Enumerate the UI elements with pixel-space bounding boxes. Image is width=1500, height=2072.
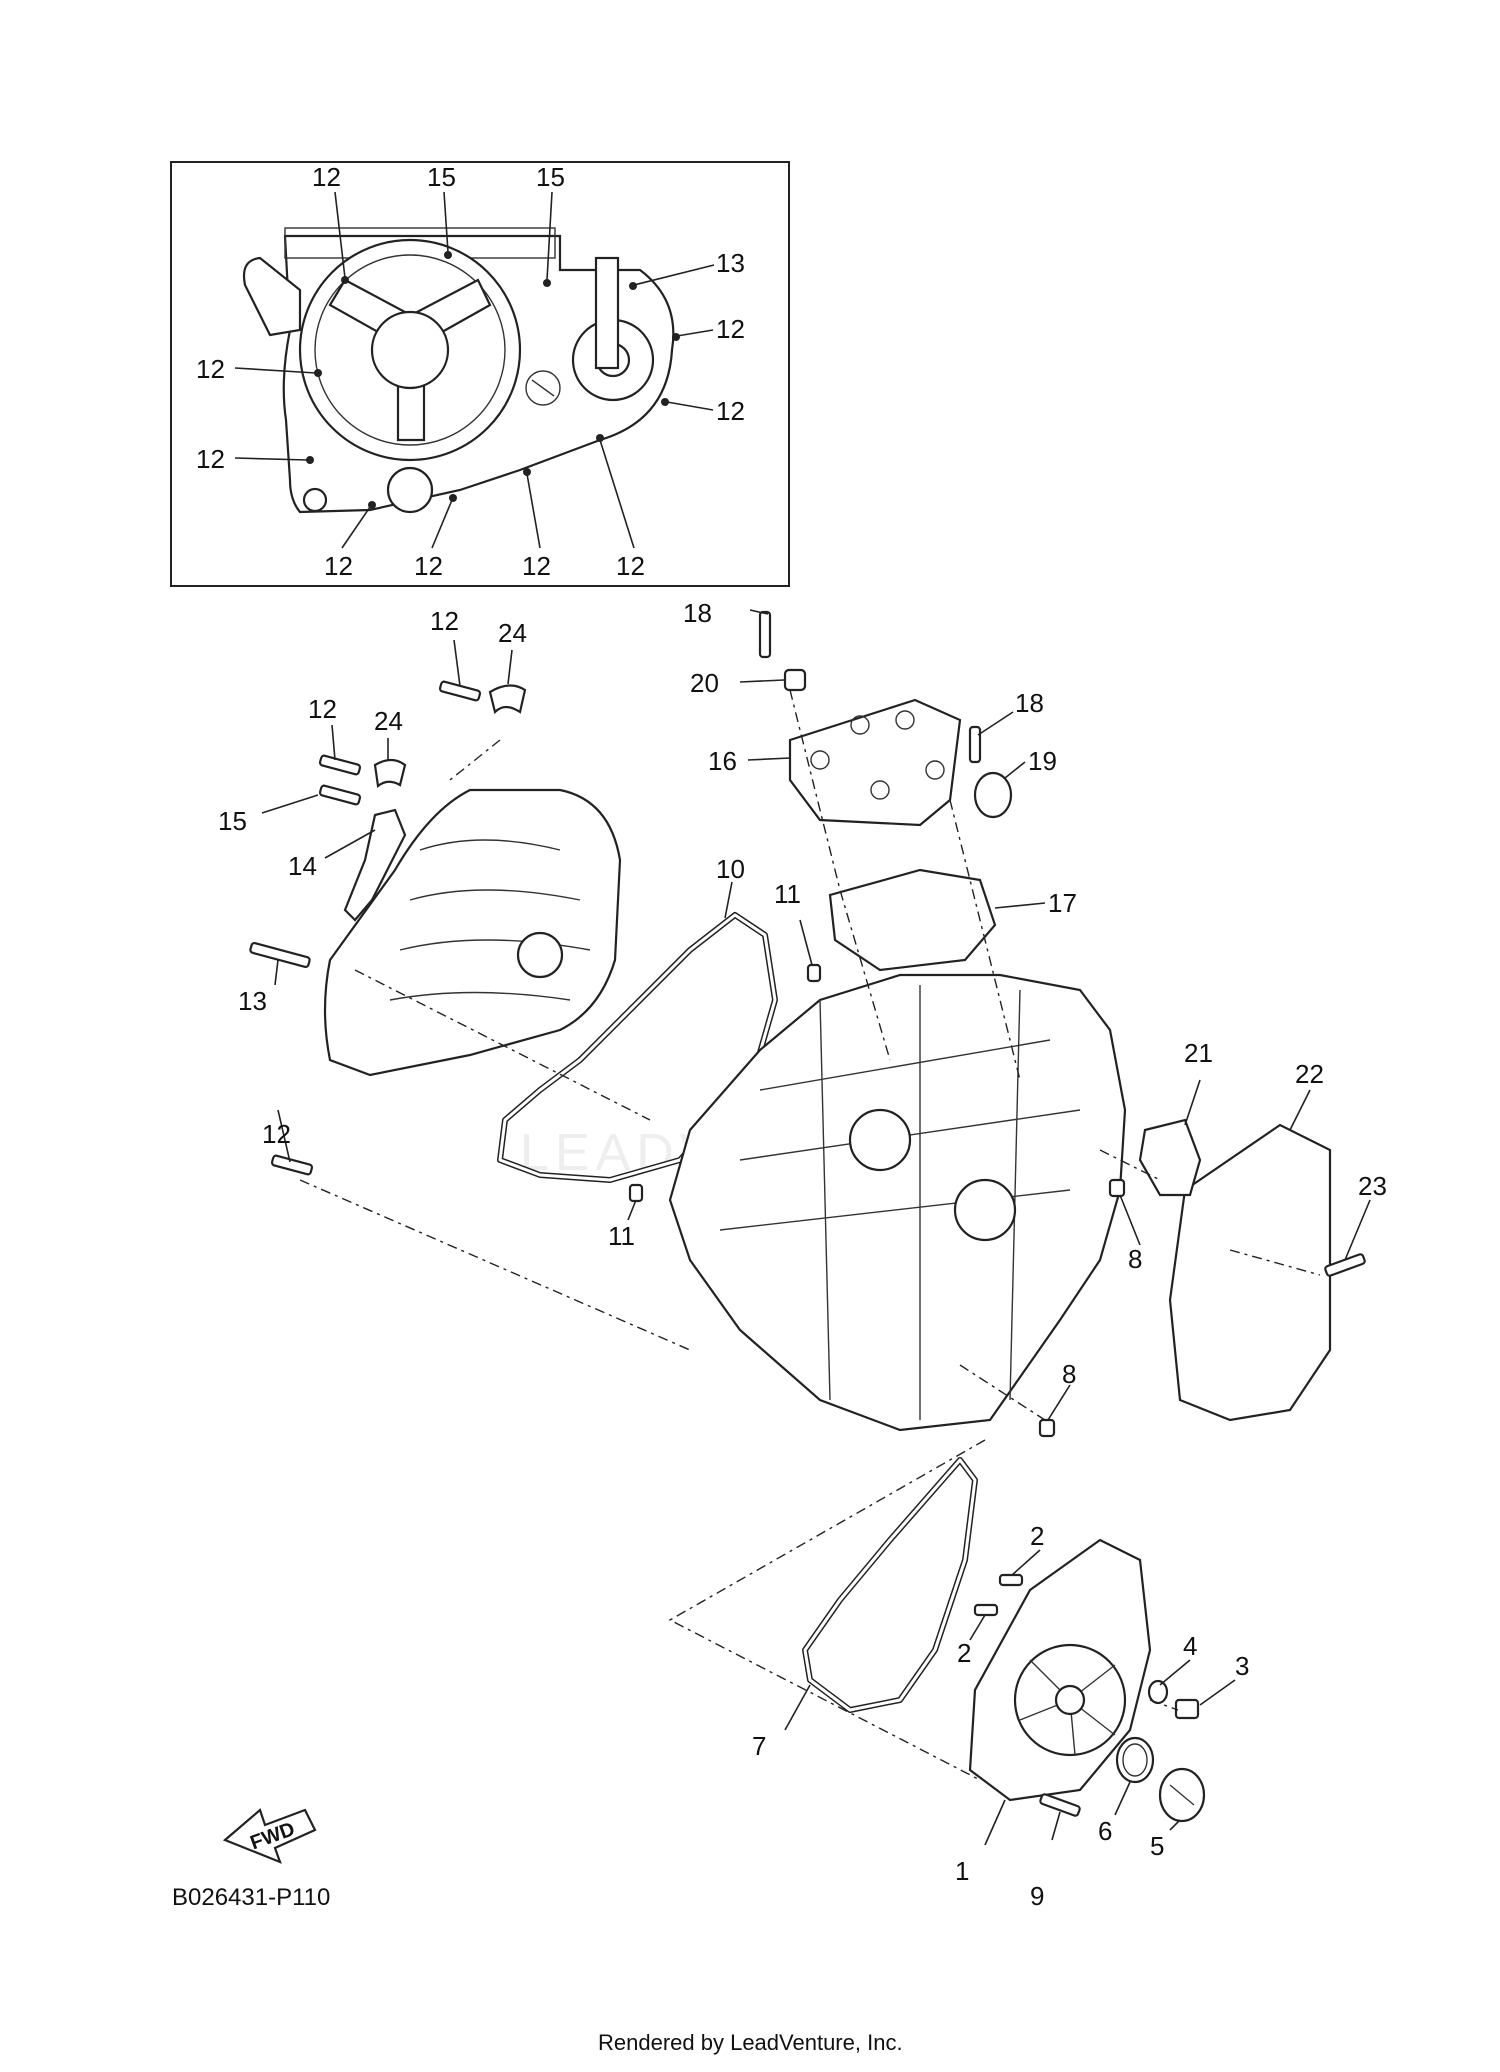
inset-clutch-hub <box>370 310 450 390</box>
cover-gasket-7 <box>802 1457 978 1713</box>
label-11-lower: 11 <box>608 1221 635 1251</box>
inset-labels: 12 15 15 13 12 12 12 12 12 12 12 12 <box>196 162 745 581</box>
assembly-lines <box>299 689 1321 1781</box>
label-12-upper: 12 <box>430 606 459 636</box>
label-22: 22 <box>1295 1059 1324 1089</box>
label-21: 21 <box>1184 1038 1213 1068</box>
inset-drain-port <box>386 466 434 514</box>
label-8-lower: 8 <box>1062 1359 1076 1389</box>
inset-clutch-inner <box>314 254 506 446</box>
label-6: 6 <box>1098 1816 1112 1846</box>
inset-label-12-bottom-d: 12 <box>616 551 645 581</box>
inset-label-12-right-a: 12 <box>716 314 745 344</box>
side-cover-22 <box>1168 1123 1332 1422</box>
inset-label-15-right: 15 <box>536 162 565 192</box>
shift-arm-14 <box>343 808 407 922</box>
label-18-right: 18 <box>1015 688 1044 718</box>
inset-label-12-left-b: 12 <box>196 444 225 474</box>
clip-24-upper <box>488 684 527 715</box>
label-9: 9 <box>1030 1881 1044 1911</box>
generator-cover-spokes <box>1019 1659 1116 1756</box>
inset-detail: 12 15 15 13 12 12 12 12 12 12 12 12 <box>170 161 790 587</box>
label-2-lower: 2 <box>957 1638 971 1668</box>
label-16: 16 <box>708 746 737 776</box>
inset-label-13: 13 <box>716 248 745 278</box>
label-24-lower: 24 <box>374 706 403 736</box>
label-3: 3 <box>1235 1651 1249 1681</box>
label-24-upper: 24 <box>498 618 527 648</box>
label-5: 5 <box>1150 1831 1164 1861</box>
cover-gasket-7-inner <box>803 1458 977 1712</box>
top-cover-holes <box>810 710 945 800</box>
label-12-middle: 12 <box>308 694 337 724</box>
label-11-upper: 11 <box>774 879 801 909</box>
inset-left-pipe <box>242 256 302 337</box>
inset-label-12-bottom-a: 12 <box>324 551 353 581</box>
clip-24-lower <box>373 758 407 789</box>
bolts <box>249 610 1366 1817</box>
o-ring-6-inner <box>1122 1743 1148 1777</box>
part-labels: 1 2 2 3 4 5 6 7 8 8 9 10 11 11 12 12 12 … <box>218 598 1387 1911</box>
inset-plug <box>525 370 561 406</box>
label-23: 23 <box>1358 1171 1387 1201</box>
label-19: 19 <box>1028 746 1057 776</box>
top-cover-16 <box>788 698 962 827</box>
label-12-lower: 12 <box>262 1119 291 1149</box>
label-13: 13 <box>238 986 267 1016</box>
label-7: 7 <box>752 1731 766 1761</box>
left-cover-ribs <box>389 839 591 1001</box>
inset-leaders <box>234 191 715 549</box>
inset-label-12-top: 12 <box>312 162 341 192</box>
left-cover-boss <box>516 931 564 979</box>
part-leaders <box>261 609 1371 1846</box>
bracket-21 <box>1138 1118 1202 1197</box>
crankcase-gasket-10-inner <box>498 913 777 1182</box>
washer-4 <box>1147 1679 1169 1705</box>
fwd-arrow: FWD <box>222 1808 317 1864</box>
label-10: 10 <box>716 854 745 884</box>
inset-bolt-dots <box>306 251 680 509</box>
label-1: 1 <box>955 1856 969 1886</box>
label-17: 17 <box>1048 888 1077 918</box>
inset-plug-slot <box>531 379 555 397</box>
left-crankcase-cover <box>323 788 622 1077</box>
label-15: 15 <box>218 806 247 836</box>
bolt-3 <box>1174 1698 1200 1720</box>
label-14: 14 <box>288 851 317 881</box>
inset-label-12-left-a: 12 <box>196 354 225 384</box>
label-20: 20 <box>690 668 719 698</box>
crankcase-bore-b <box>953 1178 1017 1242</box>
seal-plate-17 <box>828 868 997 972</box>
inset-label-15-left: 15 <box>427 162 456 192</box>
plug-5-slot <box>1169 1784 1195 1806</box>
generator-cover-hub <box>1054 1684 1086 1716</box>
label-8-upper: 8 <box>1128 1244 1142 1274</box>
crankcase-bore-a <box>848 1108 912 1172</box>
label-18-upper: 18 <box>683 598 712 628</box>
inset-label-12-bottom-b: 12 <box>414 551 443 581</box>
inset-label-12-bottom-c: 12 <box>522 551 551 581</box>
diagram-code: B026431-P110 <box>172 1884 330 1911</box>
filler-cap-19 <box>973 771 1013 819</box>
inset-label-12-right-b: 12 <box>716 396 745 426</box>
footer-credit: Rendered by LeadVenture, Inc. <box>598 2030 903 2055</box>
main-crankcase <box>668 973 1127 1432</box>
label-4: 4 <box>1183 1631 1197 1661</box>
bracket-20 <box>783 668 807 692</box>
inset-left-lug <box>302 487 328 513</box>
inset-shift-shaft <box>594 256 620 370</box>
label-2-upper: 2 <box>1030 1521 1044 1551</box>
